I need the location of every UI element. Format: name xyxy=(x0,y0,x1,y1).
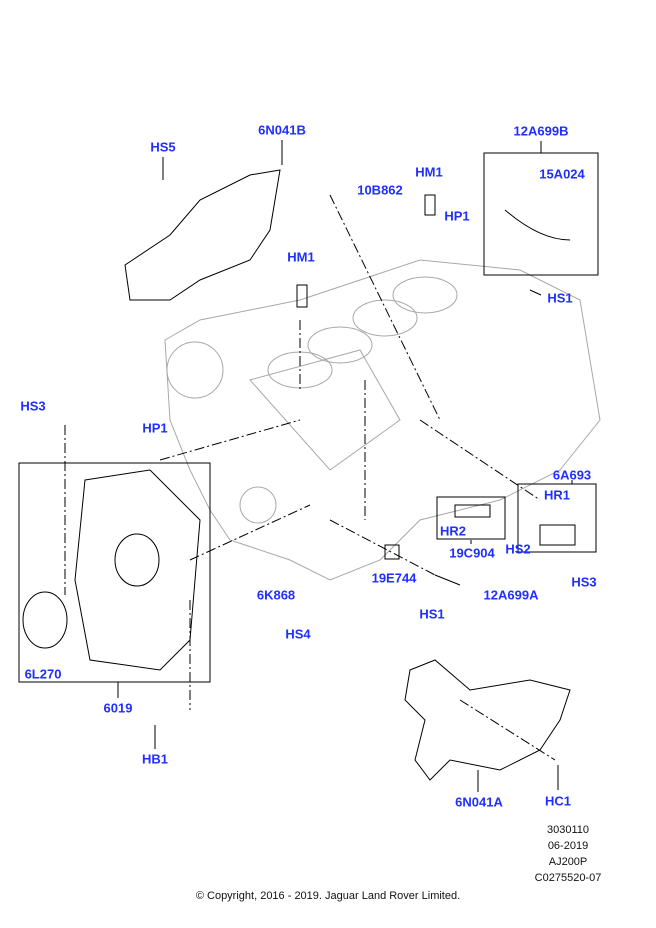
callout-6L270[interactable]: 6L270 xyxy=(24,666,62,682)
model-code: AJ200P xyxy=(548,856,588,868)
callout-10B862[interactable]: 10B862 xyxy=(357,182,403,198)
callout-HM1[interactable]: HM1 xyxy=(287,249,315,265)
callout-6N041B[interactable]: 6N041B xyxy=(258,122,306,138)
illustration-date: 06-2019 xyxy=(547,840,589,852)
callout-HB1[interactable]: HB1 xyxy=(141,751,169,767)
callout-19C904[interactable]: 19C904 xyxy=(449,545,495,561)
callout-HM1[interactable]: HM1 xyxy=(415,164,443,180)
callout-6019[interactable]: 6019 xyxy=(103,700,133,716)
callout-HS5[interactable]: HS5 xyxy=(150,139,176,155)
callout-12A699B[interactable]: 12A699B xyxy=(513,123,569,139)
timing-cover-upper xyxy=(124,169,281,301)
crank-seal xyxy=(22,591,68,649)
timing-cover-lower xyxy=(404,659,571,781)
front-cover xyxy=(74,469,201,671)
callout-6A693[interactable]: 6A693 xyxy=(552,467,592,483)
callout-HC1[interactable]: HC1 xyxy=(544,793,572,809)
callout-19E744[interactable]: 19E744 xyxy=(371,570,417,586)
box-19C904 xyxy=(436,496,506,540)
callout-HS2[interactable]: HS2 xyxy=(505,541,531,557)
illustration-number: 3030110 xyxy=(546,824,590,836)
callout-HS3[interactable]: HS3 xyxy=(20,398,46,414)
callout-15A024[interactable]: 15A024 xyxy=(539,166,585,182)
callout-HR1[interactable]: HR1 xyxy=(543,487,571,503)
callout-HP1[interactable]: HP1 xyxy=(444,208,470,224)
callout-HS1[interactable]: HS1 xyxy=(547,290,573,306)
copyright-notice: © Copyright, 2016 - 2019. Jaguar Land Ro… xyxy=(195,890,461,902)
callout-12A699A[interactable]: 12A699A xyxy=(483,587,539,603)
callout-6N041A[interactable]: 6N041A xyxy=(455,794,503,810)
callout-HR2[interactable]: HR2 xyxy=(439,523,467,539)
reference-code: C0275520-07 xyxy=(534,872,602,884)
callout-HS1[interactable]: HS1 xyxy=(419,606,445,622)
callout-HS3[interactable]: HS3 xyxy=(571,574,597,590)
callout-HP1[interactable]: HP1 xyxy=(142,420,168,436)
engine-block xyxy=(164,259,601,581)
box-6A693 xyxy=(517,483,597,553)
callout-6K868[interactable]: 6K868 xyxy=(256,587,296,603)
callout-HS4[interactable]: HS4 xyxy=(285,626,311,642)
box-6019 xyxy=(18,462,211,683)
